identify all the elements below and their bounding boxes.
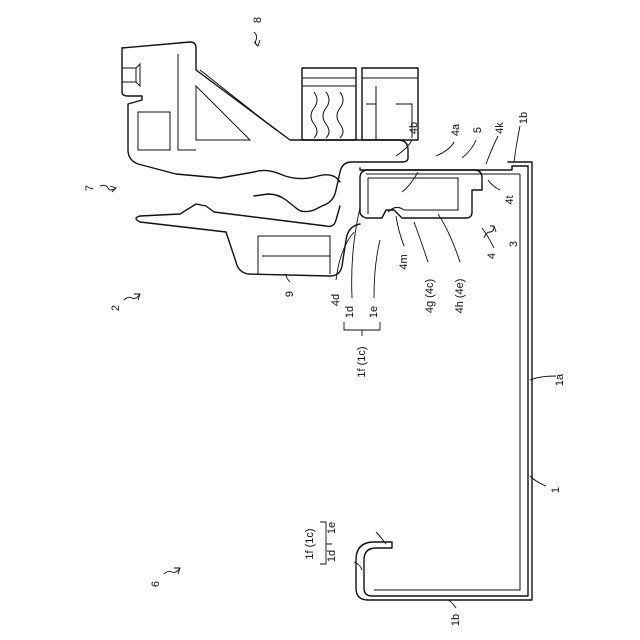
label-1b-bottom: 1b [450, 614, 462, 626]
label-1: 1 [550, 487, 562, 493]
label-2: 2 [110, 305, 122, 311]
label-1f-1c-top: 1f (1c) [356, 346, 368, 377]
seal-lip [302, 68, 418, 140]
channel-frame [356, 162, 532, 600]
retainer-member [360, 170, 482, 218]
label-7: 7 [84, 185, 96, 191]
label-1f-1c-bottom: 1f (1c) [304, 528, 316, 559]
reference-labels: 8 7 2 6 1 1a 1b 1b 3 4 4k 5 4a 4b 4t 4d … [84, 17, 566, 626]
label-4a: 4a [450, 123, 462, 136]
label-4h-4e: 4h (4e) [454, 279, 466, 314]
label-4t: 4t [504, 195, 516, 204]
label-4g-4c: 4g (4c) [424, 279, 436, 313]
label-4: 4 [486, 253, 498, 259]
clip-body [122, 42, 408, 276]
label-5: 5 [472, 127, 484, 133]
label-3: 3 [508, 241, 520, 247]
label-8: 8 [252, 17, 264, 23]
label-1b-top: 1b [518, 112, 530, 124]
label-4b: 4b [408, 122, 420, 134]
label-4m: 4m [398, 254, 410, 269]
label-1d-bottom: 1d [326, 550, 338, 562]
label-1d-top: 1d [344, 306, 356, 318]
label-1e-bottom: 1e [326, 522, 338, 534]
label-4k: 4k [494, 122, 506, 134]
label-6: 6 [150, 581, 162, 587]
region-arrows [100, 32, 496, 574]
label-1a: 1a [554, 373, 566, 386]
label-1e-top: 1e [368, 306, 380, 318]
label-9: 9 [284, 291, 296, 297]
label-4d: 4d [330, 294, 342, 306]
